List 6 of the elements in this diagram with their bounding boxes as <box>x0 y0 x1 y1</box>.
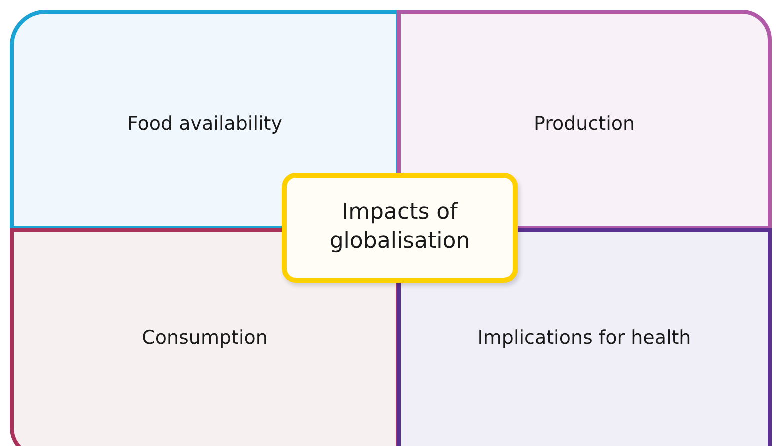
quadrant-label: Consumption <box>142 326 268 351</box>
quadrant-label: Food availability <box>128 112 282 137</box>
center-box <box>282 173 518 283</box>
quadrant-label: Production <box>534 112 636 137</box>
quadrant-label: Implications for health <box>478 326 692 351</box>
center-title: Impacts of globalisation <box>328 199 472 256</box>
